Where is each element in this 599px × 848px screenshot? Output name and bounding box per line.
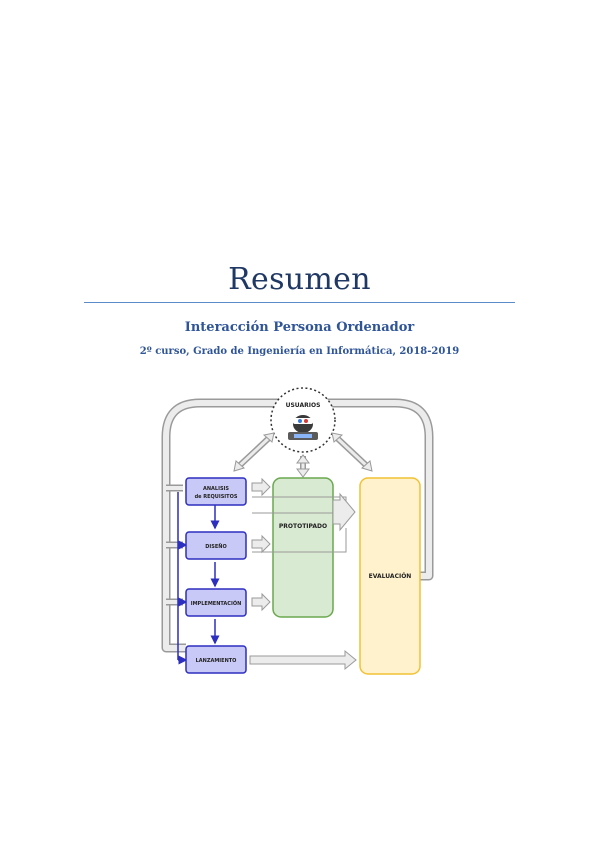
prototipado-label: PROTOTIPADO	[279, 523, 327, 530]
stage-diseno-label: DISEÑO	[205, 543, 226, 550]
evaluacion-box	[359, 477, 421, 675]
prototipado-to-evaluacion-arrows	[252, 492, 356, 553]
users-icon	[288, 415, 318, 440]
stage-analisis-line2: de REQUISITOS	[195, 494, 238, 500]
lanzamiento-to-evaluacion-arrow	[249, 649, 357, 671]
stage-lanzamiento: LANZAMIENTO	[185, 645, 247, 674]
stage-lanzamiento-label: LANZAMIENTO	[196, 658, 237, 664]
title-divider	[84, 302, 515, 303]
course-info: 2º curso, Grado de Ingeniería en Informá…	[139, 346, 460, 357]
usuarios-links	[233, 432, 373, 478]
usuarios-node: USUARIOS	[270, 387, 336, 453]
stage-analisis: ANALISIS de REQUISITOS	[185, 477, 247, 506]
stage-analisis-line1: ANALISIS	[203, 486, 229, 492]
stage-implementacion: IMPLEMENTACIÓN	[185, 588, 247, 617]
evaluacion-label: EVALUACIÓN	[369, 573, 412, 580]
stage-diseno: DISEÑO	[185, 531, 247, 560]
prototipado-box	[272, 477, 334, 618]
usuarios-label: USUARIOS	[286, 402, 321, 409]
stage-to-prototipado-arrows	[251, 477, 271, 612]
blue-rail	[177, 492, 188, 665]
stage-implementacion-label: IMPLEMENTACIÓN	[191, 600, 242, 607]
document-subtitle: Interacción Persona Ordenador	[184, 320, 415, 335]
page-title: Resumen	[228, 262, 371, 297]
